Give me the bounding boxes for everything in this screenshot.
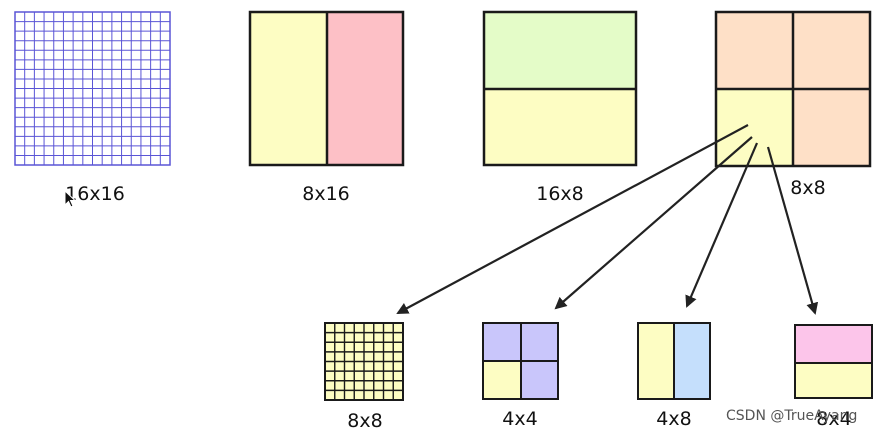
caption-sub-8x4: 8x4 [816,408,852,430]
partition-8x16-block [248,10,405,167]
caption-8x8: 8x8 [790,177,826,199]
arrow-to-4x4 [554,136,753,310]
arrow-to-8x8 [396,124,749,314]
caption-16x8: 16x8 [536,183,584,205]
sub-partition-8x4-block [794,324,873,399]
sub-partition-8x8-block [324,322,404,401]
mouse-pointer-icon [64,190,76,208]
arrow-to-4x8 [685,142,759,308]
grid-8x8-lines [325,323,403,400]
sub-partition-4x4-block [482,322,559,400]
partition-8x8-block [714,10,872,168]
caption-sub-4x8: 4x8 [656,408,692,430]
grid-16x16-lines [15,12,170,165]
sub-partition-4x8-block [637,322,711,400]
partition-16x16-block [14,11,171,166]
caption-sub-4x4: 4x4 [502,408,538,430]
caption-8x16: 8x16 [302,183,350,205]
caption-sub-8x8: 8x8 [347,410,383,432]
arrows [396,124,819,315]
watermark: CSDN @TrueAyang [726,408,858,424]
caption-16x16: 16x16 [65,183,125,205]
partition-16x8-block [482,10,638,167]
arrow-to-8x4 [766,146,819,315]
